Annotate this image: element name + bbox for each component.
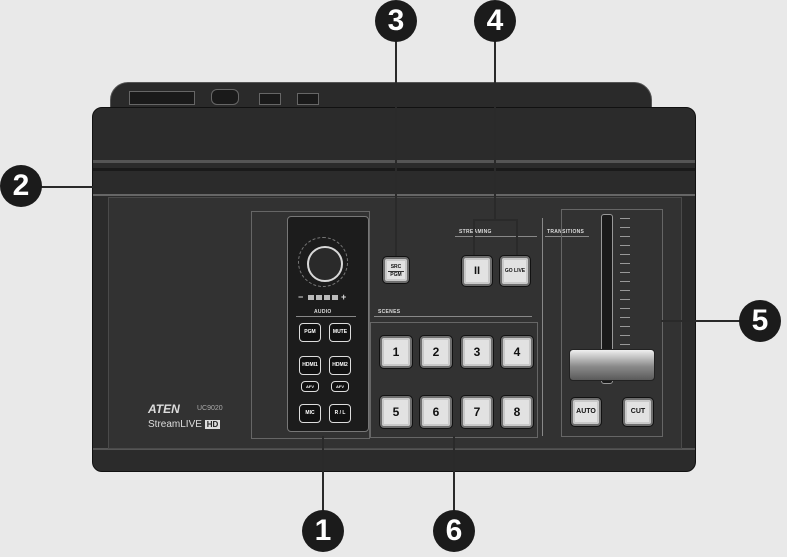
scene-5-button[interactable]: 5 — [380, 396, 412, 428]
scene-8-button[interactable]: 8 — [501, 396, 533, 428]
afv1-button[interactable]: AFV — [301, 381, 319, 392]
streaming-divider — [455, 236, 537, 237]
scene-6-button[interactable]: 6 — [420, 396, 452, 428]
streaming-label: STREAMING — [459, 229, 492, 235]
cut-button[interactable]: CUT — [623, 398, 653, 426]
hd-badge: HD — [204, 420, 221, 429]
rl-button[interactable]: R / L — [329, 404, 351, 423]
transitions-frame — [561, 209, 663, 437]
callout-2: 2 — [0, 165, 42, 207]
leader-line-3 — [395, 40, 397, 256]
volume-scale-ring — [298, 237, 348, 287]
level-led-4 — [332, 295, 338, 300]
level-minus: − — [298, 292, 304, 302]
src-pgm-button[interactable]: SRC PGM — [383, 257, 409, 283]
top-trim — [93, 160, 695, 163]
scene-4-button[interactable]: 4 — [501, 336, 533, 368]
tbar-scale — [620, 218, 630, 378]
top-groove — [93, 168, 695, 171]
hdmi-port-1 — [259, 93, 281, 105]
hdmi2-audio-button[interactable]: HDMI2 — [329, 356, 351, 375]
mute-button[interactable]: MUTE — [329, 323, 351, 342]
pgm-label: PGM — [388, 271, 404, 279]
scenes-label: SCENES — [378, 309, 401, 315]
scene-7-button[interactable]: 7 — [461, 396, 493, 428]
pgm-audio-button[interactable]: PGM — [299, 323, 321, 342]
hdmi-port-2 — [297, 93, 319, 105]
afv2-button[interactable]: AFV — [331, 381, 349, 392]
product-label: StreamLIVE — [148, 419, 202, 430]
product-name: StreamLIVE HD — [148, 419, 221, 430]
leader-line-4 — [494, 40, 496, 220]
audio-divider — [296, 316, 356, 317]
audio-section-frame — [251, 211, 370, 439]
leader-line-5 — [661, 320, 741, 322]
auto-button[interactable]: AUTO — [571, 398, 601, 426]
tbar-track — [601, 214, 613, 384]
level-led-3 — [324, 295, 330, 300]
device-top-ridge — [110, 82, 652, 110]
scene-3-button[interactable]: 3 — [461, 336, 493, 368]
scene-1-button[interactable]: 1 — [380, 336, 412, 368]
leader-line-6 — [453, 436, 455, 516]
usb-port — [129, 91, 195, 105]
callout-4: 4 — [474, 0, 516, 42]
scenes-divider — [374, 316, 532, 317]
leader-line-2 — [38, 186, 100, 188]
hdmi1-audio-button[interactable]: HDMI1 — [299, 356, 321, 375]
src-label: SRC — [390, 264, 402, 270]
transitions-separator — [542, 218, 543, 436]
transitions-divider — [545, 236, 589, 237]
leader-line-4-left — [473, 219, 475, 255]
leader-line-1 — [322, 436, 324, 516]
level-led-2 — [316, 295, 322, 300]
leader-line-4-bracket — [473, 219, 517, 221]
panel-edge — [93, 194, 695, 196]
callout-3: 3 — [375, 0, 417, 42]
callout-1: 1 — [302, 510, 344, 552]
power-connector — [211, 89, 239, 105]
brand-logo: ATEN — [148, 402, 180, 416]
level-plus: + — [341, 292, 347, 302]
leader-line-4-right — [516, 219, 518, 255]
callout-6: 6 — [433, 510, 475, 552]
model-number: UC9020 — [197, 405, 223, 412]
go-live-button[interactable]: GO LIVE — [500, 256, 530, 286]
mic-button[interactable]: MIC — [299, 404, 321, 423]
bottom-trim — [93, 448, 695, 450]
level-led-1 — [308, 295, 314, 300]
audio-label: AUDIO — [314, 309, 332, 315]
transitions-label: TRANSITIONS — [547, 229, 585, 235]
callout-5: 5 — [739, 300, 781, 342]
tbar-handle[interactable] — [569, 349, 655, 381]
scene-2-button[interactable]: 2 — [420, 336, 452, 368]
pause-button[interactable]: II — [462, 256, 492, 286]
